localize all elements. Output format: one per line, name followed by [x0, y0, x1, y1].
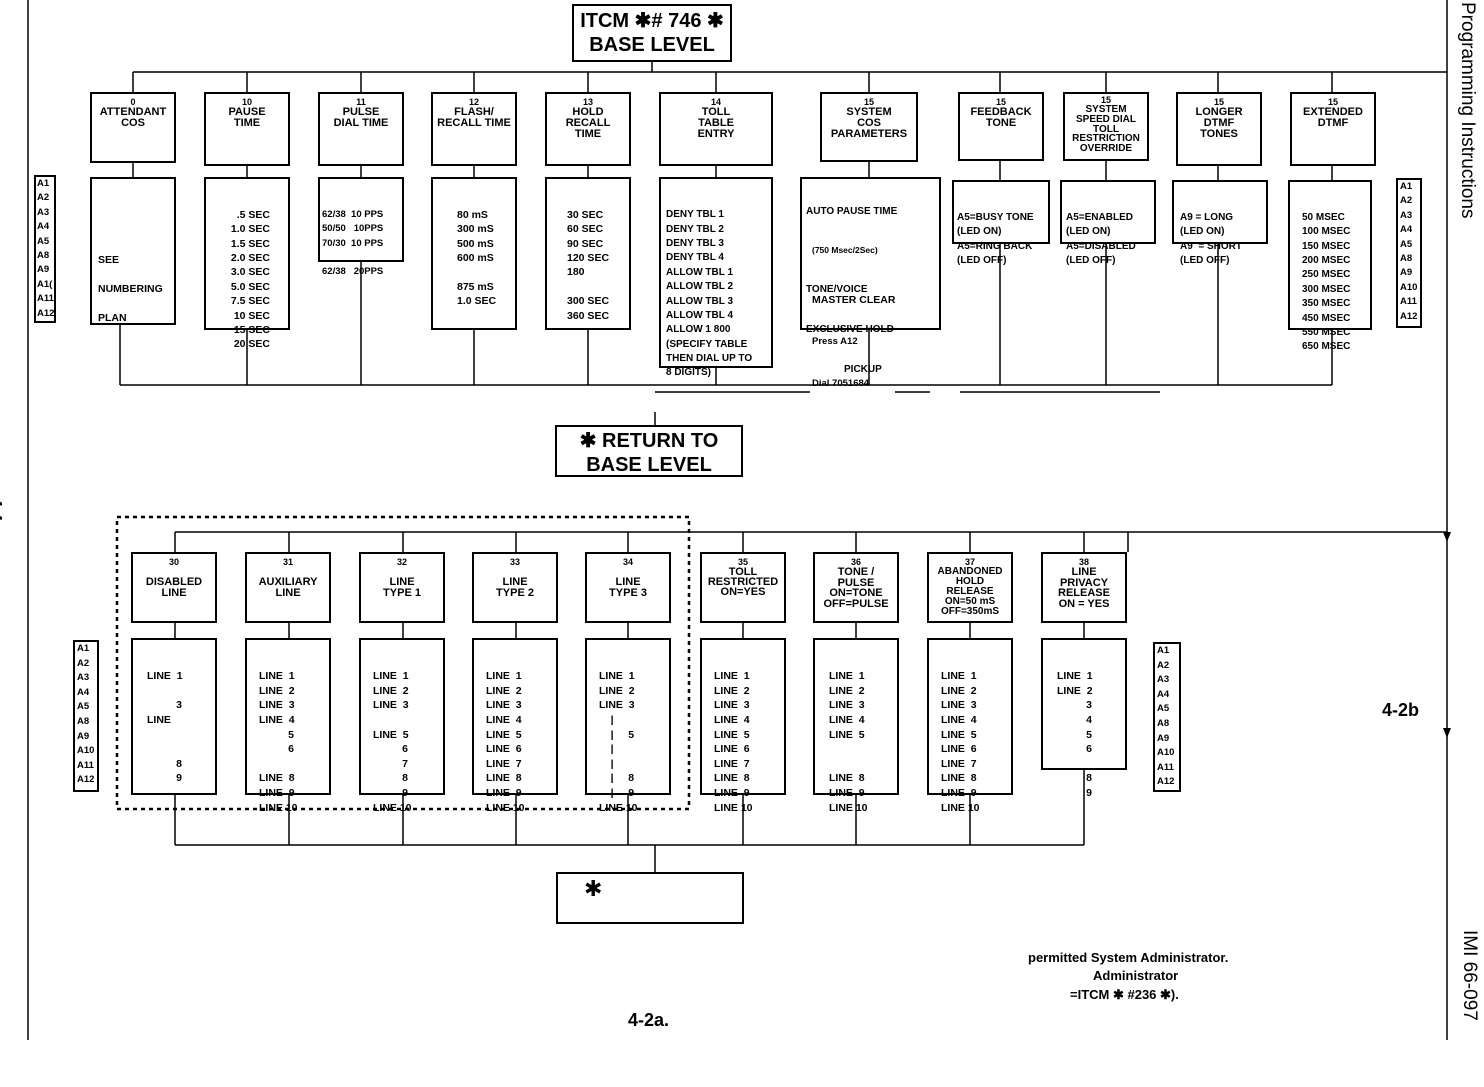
title-box: ITCM ✱# 746 ✱ BASE LEVEL — [572, 4, 732, 62]
star-symbol: ✱ — [584, 876, 603, 901]
side-header: Programming Instructions — [1457, 2, 1478, 219]
admin-note-line-2: Administrator — [1093, 968, 1179, 983]
options-box-15-speed-dial: A5=ENABLED(LED ON)A5=DISABLED(LED OFF) — [1060, 180, 1156, 266]
title-line-2: BASE LEVEL — [589, 34, 715, 56]
return-line-1: ✱ RETURN TO — [579, 430, 719, 452]
options-box-15-dtmf: A9 = LONG(LED ON)A9 = SHORT(LED OFF) — [1172, 180, 1268, 266]
options-box-15-cos: AUTO PAUSE TIME (750 Msec/2Sec) TONE/VOI… — [800, 177, 941, 389]
admin-note-line-3: =ITCM ✱ #236 ✱). — [1070, 987, 1179, 1002]
side-doc-id: IMI 66-097 — [1459, 930, 1480, 1021]
figure-ref-right: 4-2b — [1382, 700, 1420, 720]
return-line-2: BASE LEVEL — [586, 454, 712, 476]
figure-ref-bottom: 4-2a. — [628, 1010, 670, 1030]
return-box: ✱ RETURN TO BASE LEVEL — [555, 425, 743, 477]
star-box: ✱ — [556, 872, 744, 924]
page-number: 4-4 — [0, 498, 4, 522]
admin-note-line-1: permitted System Administrator. — [1028, 950, 1229, 965]
master-clear-block: MASTER CLEAR Press A12 Dial 7051684 — [812, 294, 896, 389]
title-line-1: ITCM ✱# 746 ✱ — [580, 10, 724, 32]
options-box-15-feedback: A5=BUSY TONE(LED ON)A5=RING BACK(LED OFF… — [952, 180, 1050, 266]
